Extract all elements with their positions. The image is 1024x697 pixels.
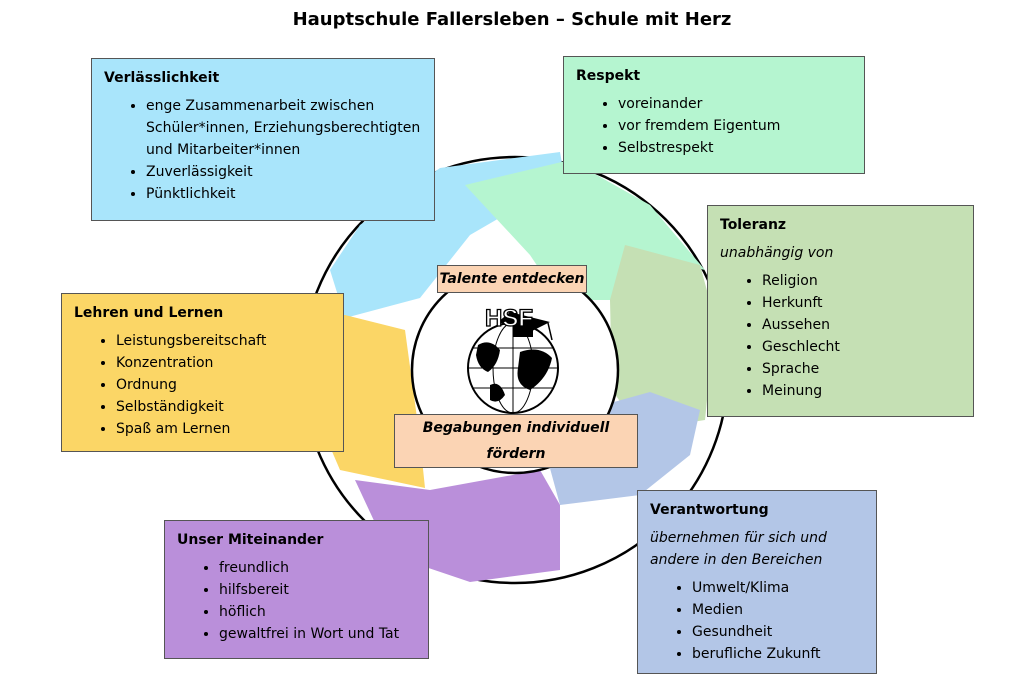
segment-toleranz	[610, 245, 715, 430]
list-item: Leistungsbereitschaft	[116, 330, 331, 352]
list-item: höflich	[219, 601, 416, 623]
list-item: Medien	[692, 599, 864, 621]
list-item: gewaltfrei in Wort und Tat	[219, 623, 416, 645]
list-item: Spaß am Lernen	[116, 418, 331, 440]
list-item: Meinung	[762, 380, 961, 402]
list-item: Konzentration	[116, 352, 331, 374]
globe-icon	[467, 322, 559, 414]
list-item: Religion	[762, 270, 961, 292]
graduation-cap-icon	[498, 312, 553, 341]
list-item: enge Zusammenarbeit zwischen Schüler*inn…	[146, 95, 422, 161]
list-item: berufliche Zukunft	[692, 643, 864, 665]
box-title: Verlässlichkeit	[104, 70, 220, 86]
list-item: voreinander	[618, 93, 852, 115]
segment-respekt	[465, 160, 705, 300]
box-subtitle: übernehmen für sich und andere in den Be…	[650, 530, 827, 568]
box-list: Religion Herkunft Aussehen Geschlecht Sp…	[720, 270, 961, 402]
list-item: Selbstrespekt	[618, 137, 852, 159]
box-list: Umwelt/Klima Medien Gesundheit beruflich…	[650, 577, 864, 665]
box-title: Unser Miteinander	[177, 532, 324, 548]
box-list: Leistungsbereitschaft Konzentration Ordn…	[74, 330, 331, 440]
logo-text: HSF	[485, 305, 533, 332]
list-item: Geschlecht	[762, 336, 961, 358]
box-list: voreinander vor fremdem Eigentum Selbstr…	[576, 93, 852, 159]
box-title: Verantwortung	[650, 502, 769, 518]
box-title: Toleranz	[720, 217, 787, 233]
list-item: Herkunft	[762, 292, 961, 314]
box-title: Respekt	[576, 68, 641, 84]
list-item: Selbständigkeit	[116, 396, 331, 418]
list-item: Pünktlichkeit	[146, 183, 422, 205]
list-item: Umwelt/Klima	[692, 577, 864, 599]
box-verantwortung: Verantwortung übernehmen für sich und an…	[637, 490, 877, 674]
list-item: Gesundheit	[692, 621, 864, 643]
box-subtitle: unabhängig von	[720, 245, 834, 261]
box-respekt: Respekt voreinander vor fremdem Eigentum…	[563, 56, 865, 174]
list-item: vor fremdem Eigentum	[618, 115, 852, 137]
box-toleranz: Toleranz unabhängig von Religion Herkunf…	[707, 205, 974, 417]
box-lehren-und-lernen: Lehren und Lernen Leistungsbereitschaft …	[61, 293, 344, 452]
box-verlaesslichkeit: Verlässlichkeit enge Zusammenarbeit zwis…	[91, 58, 435, 221]
box-list: enge Zusammenarbeit zwischen Schüler*inn…	[104, 95, 422, 205]
box-list: freundlich hilfsbereit höflich gewaltfre…	[177, 557, 416, 645]
list-item: hilfsbereit	[219, 579, 416, 601]
tag-begabungen: Begabungen individuell fördern	[394, 414, 638, 468]
list-item: Ordnung	[116, 374, 331, 396]
list-item: Zuverlässigkeit	[146, 161, 422, 183]
list-item: Sprache	[762, 358, 961, 380]
list-item: freundlich	[219, 557, 416, 579]
box-unser-miteinander: Unser Miteinander freundlich hilfsbereit…	[164, 520, 429, 659]
page-title: Hauptschule Fallersleben – Schule mit He…	[292, 9, 732, 30]
tag-talente: Talente entdecken	[437, 265, 587, 293]
box-title: Lehren und Lernen	[74, 305, 224, 321]
list-item: Aussehen	[762, 314, 961, 336]
